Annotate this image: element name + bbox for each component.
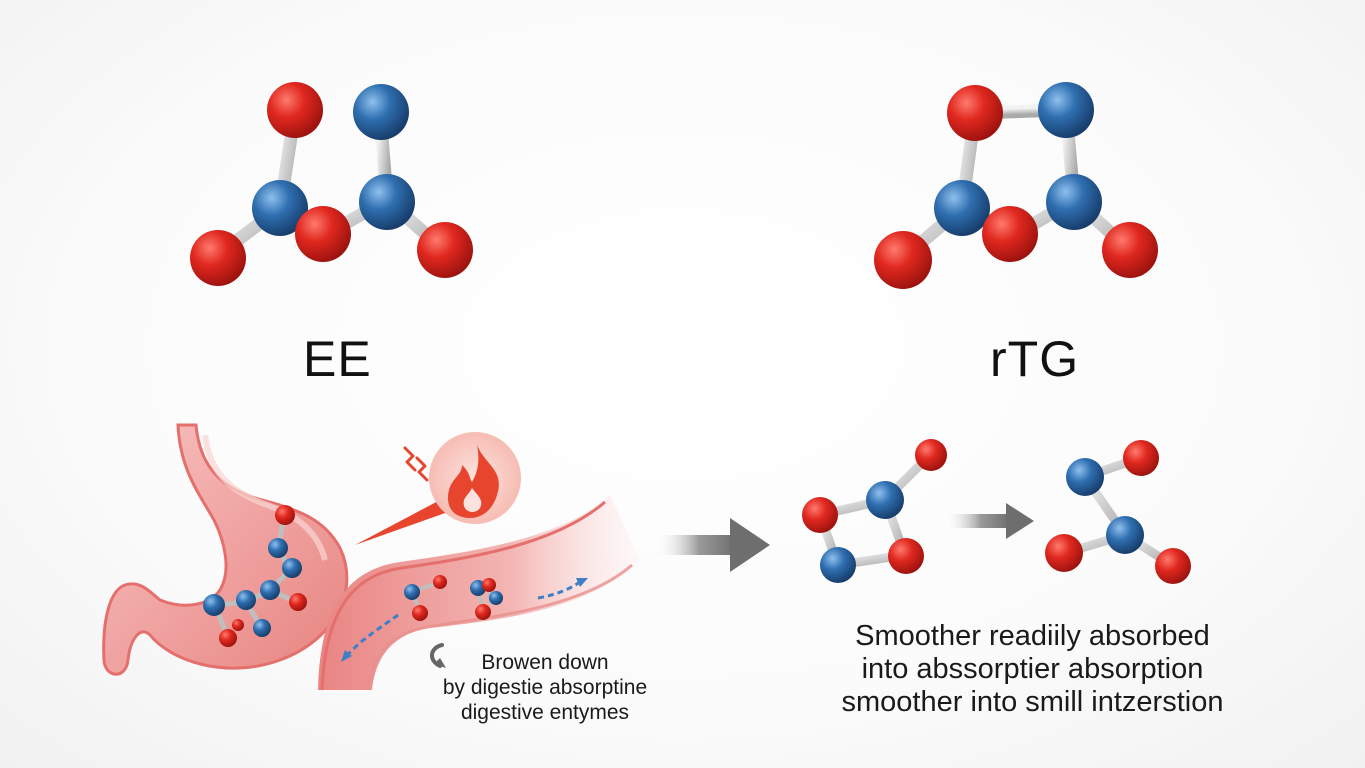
rtg-label: rTG: [990, 331, 1080, 387]
digestion-caption-line: by digestie absorptine: [442, 676, 648, 699]
absorption-caption: Smoother readiily absorbed into abssorpt…: [805, 620, 1260, 719]
intestine-illustration: [318, 495, 640, 691]
digestion-caption-line: digestive entymes: [460, 701, 630, 724]
digestion-caption-line: Browen down: [481, 651, 609, 674]
absorption-caption-line: smoother into smill intzerstion: [841, 686, 1224, 718]
ee-label: EE: [303, 331, 372, 387]
absorption-caption-line: into abssorptier absorption: [861, 653, 1204, 685]
fire-icon: [355, 432, 521, 545]
digestion-caption: Browen down by digestie absorptine diges…: [400, 650, 690, 725]
absorbed-molecule-open: [1045, 440, 1191, 584]
stomach-illustration: [102, 423, 349, 676]
small-arrow-right-icon: [945, 503, 1034, 539]
absorbed-molecule-ring: [802, 439, 947, 583]
rtg-molecule: [874, 82, 1158, 289]
arrow-right-icon: [655, 518, 770, 572]
ee-molecule: [190, 82, 473, 286]
absorption-caption-line: Smoother readiily absorbed: [855, 620, 1210, 652]
